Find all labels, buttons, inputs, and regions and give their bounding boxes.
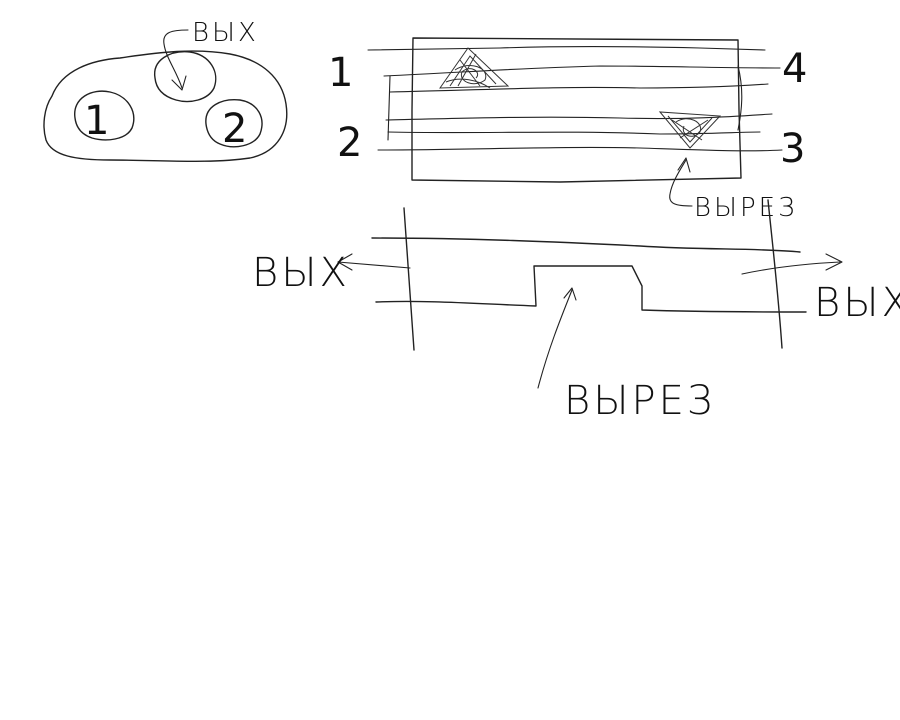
line-label-3: 3: [780, 126, 805, 172]
outlet-left-arrow: [337, 261, 411, 269]
right-connector: [737, 65, 743, 131]
plate-view: 1 2 3 4 ВЫРЕЗ: [328, 37, 807, 223]
line-label-2: 2: [337, 120, 362, 166]
outer-blob-outline: [43, 50, 288, 163]
cutout-arrow-bottom: [537, 289, 573, 389]
outlet-hole: [154, 51, 217, 103]
plate-outline: [411, 37, 742, 183]
channel-line-1: [367, 45, 766, 51]
channel-line-lower: [387, 131, 761, 135]
outlet-label-top: ВЫХ: [192, 18, 259, 48]
cutout-arrowhead-top: [677, 157, 691, 173]
outlet-left-arrowhead: [337, 253, 353, 271]
notch-lower: [658, 111, 722, 149]
left-wall: [403, 207, 415, 351]
outlet-right-arrowhead: [825, 253, 843, 271]
top-surface: [371, 237, 801, 253]
channel-line-1b: [383, 65, 781, 77]
outlet-arrow: [163, 29, 189, 89]
outlet-arrowhead: [171, 75, 187, 91]
cutout-label-top: ВЫРЕЗ: [694, 193, 798, 223]
top-view: ВЫХ 1 2: [43, 18, 288, 163]
left-connector: [387, 75, 391, 141]
channel-line-mid: [385, 113, 773, 121]
line-label-1: 1: [328, 50, 353, 96]
cutout-arrowhead-bottom: [563, 287, 577, 301]
outlet-right-arrow: [741, 261, 841, 275]
hole-1: [74, 90, 135, 141]
channel-line-2: [377, 146, 783, 152]
notch-upper: [439, 47, 510, 89]
right-wall: [767, 199, 783, 349]
cutout-label-bottom: ВЫРЕЗ: [564, 378, 715, 424]
outlet-right-label: ВЫХ: [814, 280, 900, 326]
hole-2-label: 2: [222, 106, 247, 152]
section-view: ВЫХ ВЫХ ВЫРЕЗ: [252, 199, 900, 424]
outlet-left-label: ВЫХ: [252, 250, 350, 296]
channel-line-upper-mid: [389, 83, 769, 93]
line-label-4: 4: [782, 46, 807, 92]
bottom-surface-with-cutout: [375, 265, 807, 313]
hole-2: [205, 99, 263, 148]
hole-1-label: 1: [84, 98, 109, 144]
cutout-arrow-top: [669, 159, 693, 207]
